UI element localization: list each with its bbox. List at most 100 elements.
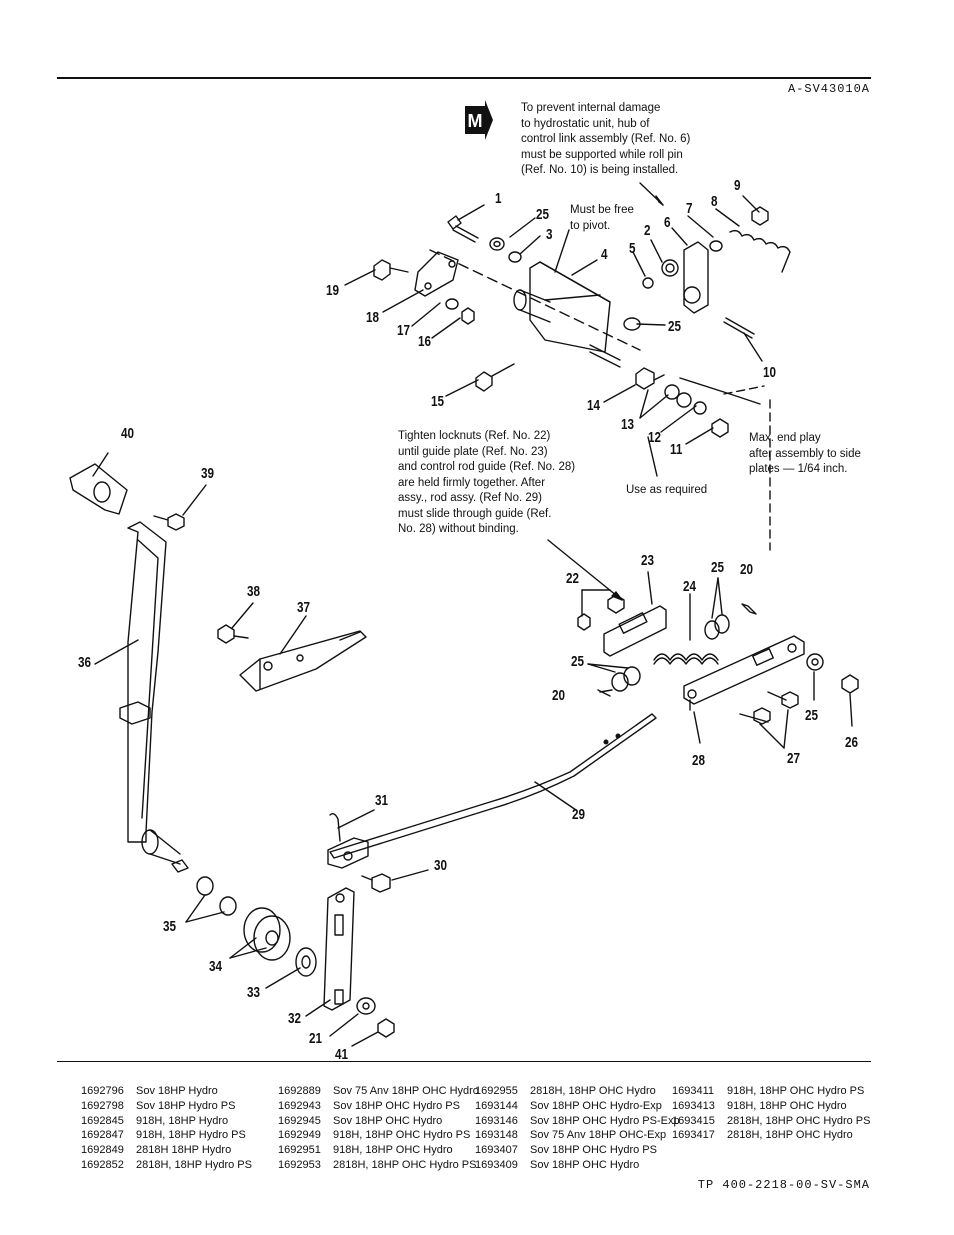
callout-number: 14 — [587, 397, 601, 414]
part-number: 1693415 — [672, 1114, 715, 1127]
callout-number: 12 — [648, 429, 662, 446]
parts-row: 1693411 918H, 18HP OHC Hydro PS — [672, 1084, 870, 1099]
callout-number: 26 — [845, 734, 859, 751]
part-number: 1692889 — [278, 1085, 321, 1097]
model-description: Sov 75 Anv 18HP OHC-Exp — [530, 1129, 667, 1142]
maintenance-letter: M — [468, 111, 483, 131]
part-number: 1693144 — [475, 1099, 518, 1112]
callout-number: 9 — [734, 177, 741, 194]
model-description: 918H, 18HP OHC Hydro — [727, 1099, 847, 1112]
parts-row: 1692798 Sov 18HP Hydro PS — [81, 1099, 252, 1114]
model-description: Sov 18HP Hydro — [136, 1085, 218, 1097]
note-locknuts: Tighten locknuts (Ref. No. 22) until gui… — [398, 430, 576, 535]
callout-number: 10 — [763, 364, 777, 381]
callout-number: 35 — [163, 918, 177, 935]
callout-number: 4 — [601, 246, 608, 263]
part-number: 1692955 — [475, 1085, 518, 1097]
model-description: 2818H, 18HP OHC Hydro PS — [727, 1114, 871, 1127]
callout-number: 25 — [668, 318, 682, 335]
model-description: 918H, 18HP OHC Hydro — [333, 1144, 453, 1157]
drawing-code: A-SV43010A — [787, 82, 870, 96]
part-number: 1692845 — [81, 1114, 124, 1127]
callout-number: 11 — [670, 441, 683, 458]
top-rule — [57, 77, 871, 79]
callout-number: 2 — [644, 222, 651, 239]
callout-number: 37 — [297, 599, 311, 616]
part-number: 1692945 — [278, 1114, 321, 1127]
callout-number: 36 — [78, 654, 92, 671]
part-number: 1693409 — [475, 1158, 518, 1171]
parts-row: 1692949 918H, 18HP OHC Hydro PS — [278, 1128, 479, 1143]
callout-number: 15 — [431, 393, 445, 410]
callout-number: 33 — [247, 984, 261, 1001]
part-number: 1692849 — [81, 1144, 124, 1157]
model-description: Sov 75 Anv 18HP OHC Hydro — [333, 1085, 479, 1097]
callout-number: 31 — [375, 792, 389, 809]
model-description: 918H, 18HP OHC Hydro PS — [333, 1129, 471, 1142]
part-number: 1692852 — [81, 1158, 124, 1171]
callout-number: 40 — [121, 425, 135, 442]
model-description: Sov 18HP OHC Hydro PS-Exp — [530, 1114, 680, 1127]
callout-number: 41 — [335, 1046, 349, 1063]
callout-number: 30 — [434, 857, 448, 874]
callout-number: 39 — [201, 465, 215, 482]
model-description: 2818H, 18HP OHC Hydro PS — [333, 1158, 477, 1171]
callout-number: 20 — [552, 687, 566, 704]
model-description: 918H, 18HP Hydro — [136, 1114, 229, 1127]
part-number: 1692847 — [81, 1129, 124, 1142]
note-endplay: Max. end play after assembly to side pla… — [749, 432, 861, 475]
maintenance-icon: M — [465, 100, 493, 140]
parts-row: 1693148 Sov 75 Anv 18HP OHC-Exp — [475, 1128, 680, 1143]
callout-number: 24 — [683, 578, 697, 595]
callout-number: 25 — [805, 707, 819, 724]
model-description: Sov 18HP OHC Hydro PS — [530, 1144, 657, 1157]
note-hydro: To prevent internal damage to hydrostati… — [521, 102, 691, 176]
model-description: 2818H, 18HP OHC Hydro — [530, 1085, 656, 1097]
model-description: Sov 18HP Hydro PS — [136, 1099, 236, 1112]
parts-row: 1692889 Sov 75 Anv 18HP OHC Hydro — [278, 1084, 479, 1099]
part-number: 1693411 — [672, 1085, 715, 1097]
bottom-rule — [57, 1061, 871, 1062]
callout-number: 7 — [686, 200, 693, 217]
parts-row: 1692943 Sov 18HP OHC Hydro PS — [278, 1099, 479, 1114]
part-number: 1693407 — [475, 1144, 518, 1157]
part-number: 1692798 — [81, 1099, 124, 1112]
part-number: 1693148 — [475, 1129, 518, 1142]
parts-row: 1692845 918H, 18HP Hydro — [81, 1114, 252, 1129]
callout-number: 28 — [692, 752, 706, 769]
model-description: Sov 18HP OHC Hydro-Exp — [530, 1099, 662, 1112]
callout-number: 34 — [209, 958, 223, 975]
part-number: 1692943 — [278, 1099, 321, 1112]
model-description: 918H, 18HP OHC Hydro PS — [727, 1085, 865, 1097]
callout-number: 17 — [397, 322, 411, 339]
part-number: 1693413 — [672, 1099, 715, 1112]
model-description: 2818H, 18HP OHC Hydro — [727, 1129, 853, 1142]
callout-number: 38 — [247, 583, 261, 600]
parts-column: 1692889 Sov 75 Anv 18HP OHC Hydro 1692943 S… — [278, 1084, 479, 1173]
callout-number: 27 — [787, 750, 801, 767]
callout-number: 6 — [664, 214, 671, 231]
model-description: 2818H, 18HP Hydro PS — [136, 1158, 252, 1171]
page-code: TP 400-2218-00-SV-SMA — [697, 1178, 870, 1192]
part-number: 1692949 — [278, 1129, 321, 1142]
callout-number: 25 — [711, 559, 725, 576]
callout-number: 22 — [566, 570, 580, 587]
note-pivot: Must be free to pivot. — [570, 204, 634, 232]
model-description: Sov 18HP OHC Hydro PS — [333, 1099, 460, 1112]
callout-number: 25 — [536, 206, 550, 223]
callout-number: 19 — [326, 282, 340, 299]
parts-row: 1693413 918H, 18HP OHC Hydro — [672, 1099, 870, 1114]
callout-number: 29 — [572, 806, 586, 823]
parts-column: 1693411 918H, 18HP OHC Hydro PS 1693413 918… — [672, 1084, 870, 1143]
callout-number: 1 — [495, 190, 502, 207]
